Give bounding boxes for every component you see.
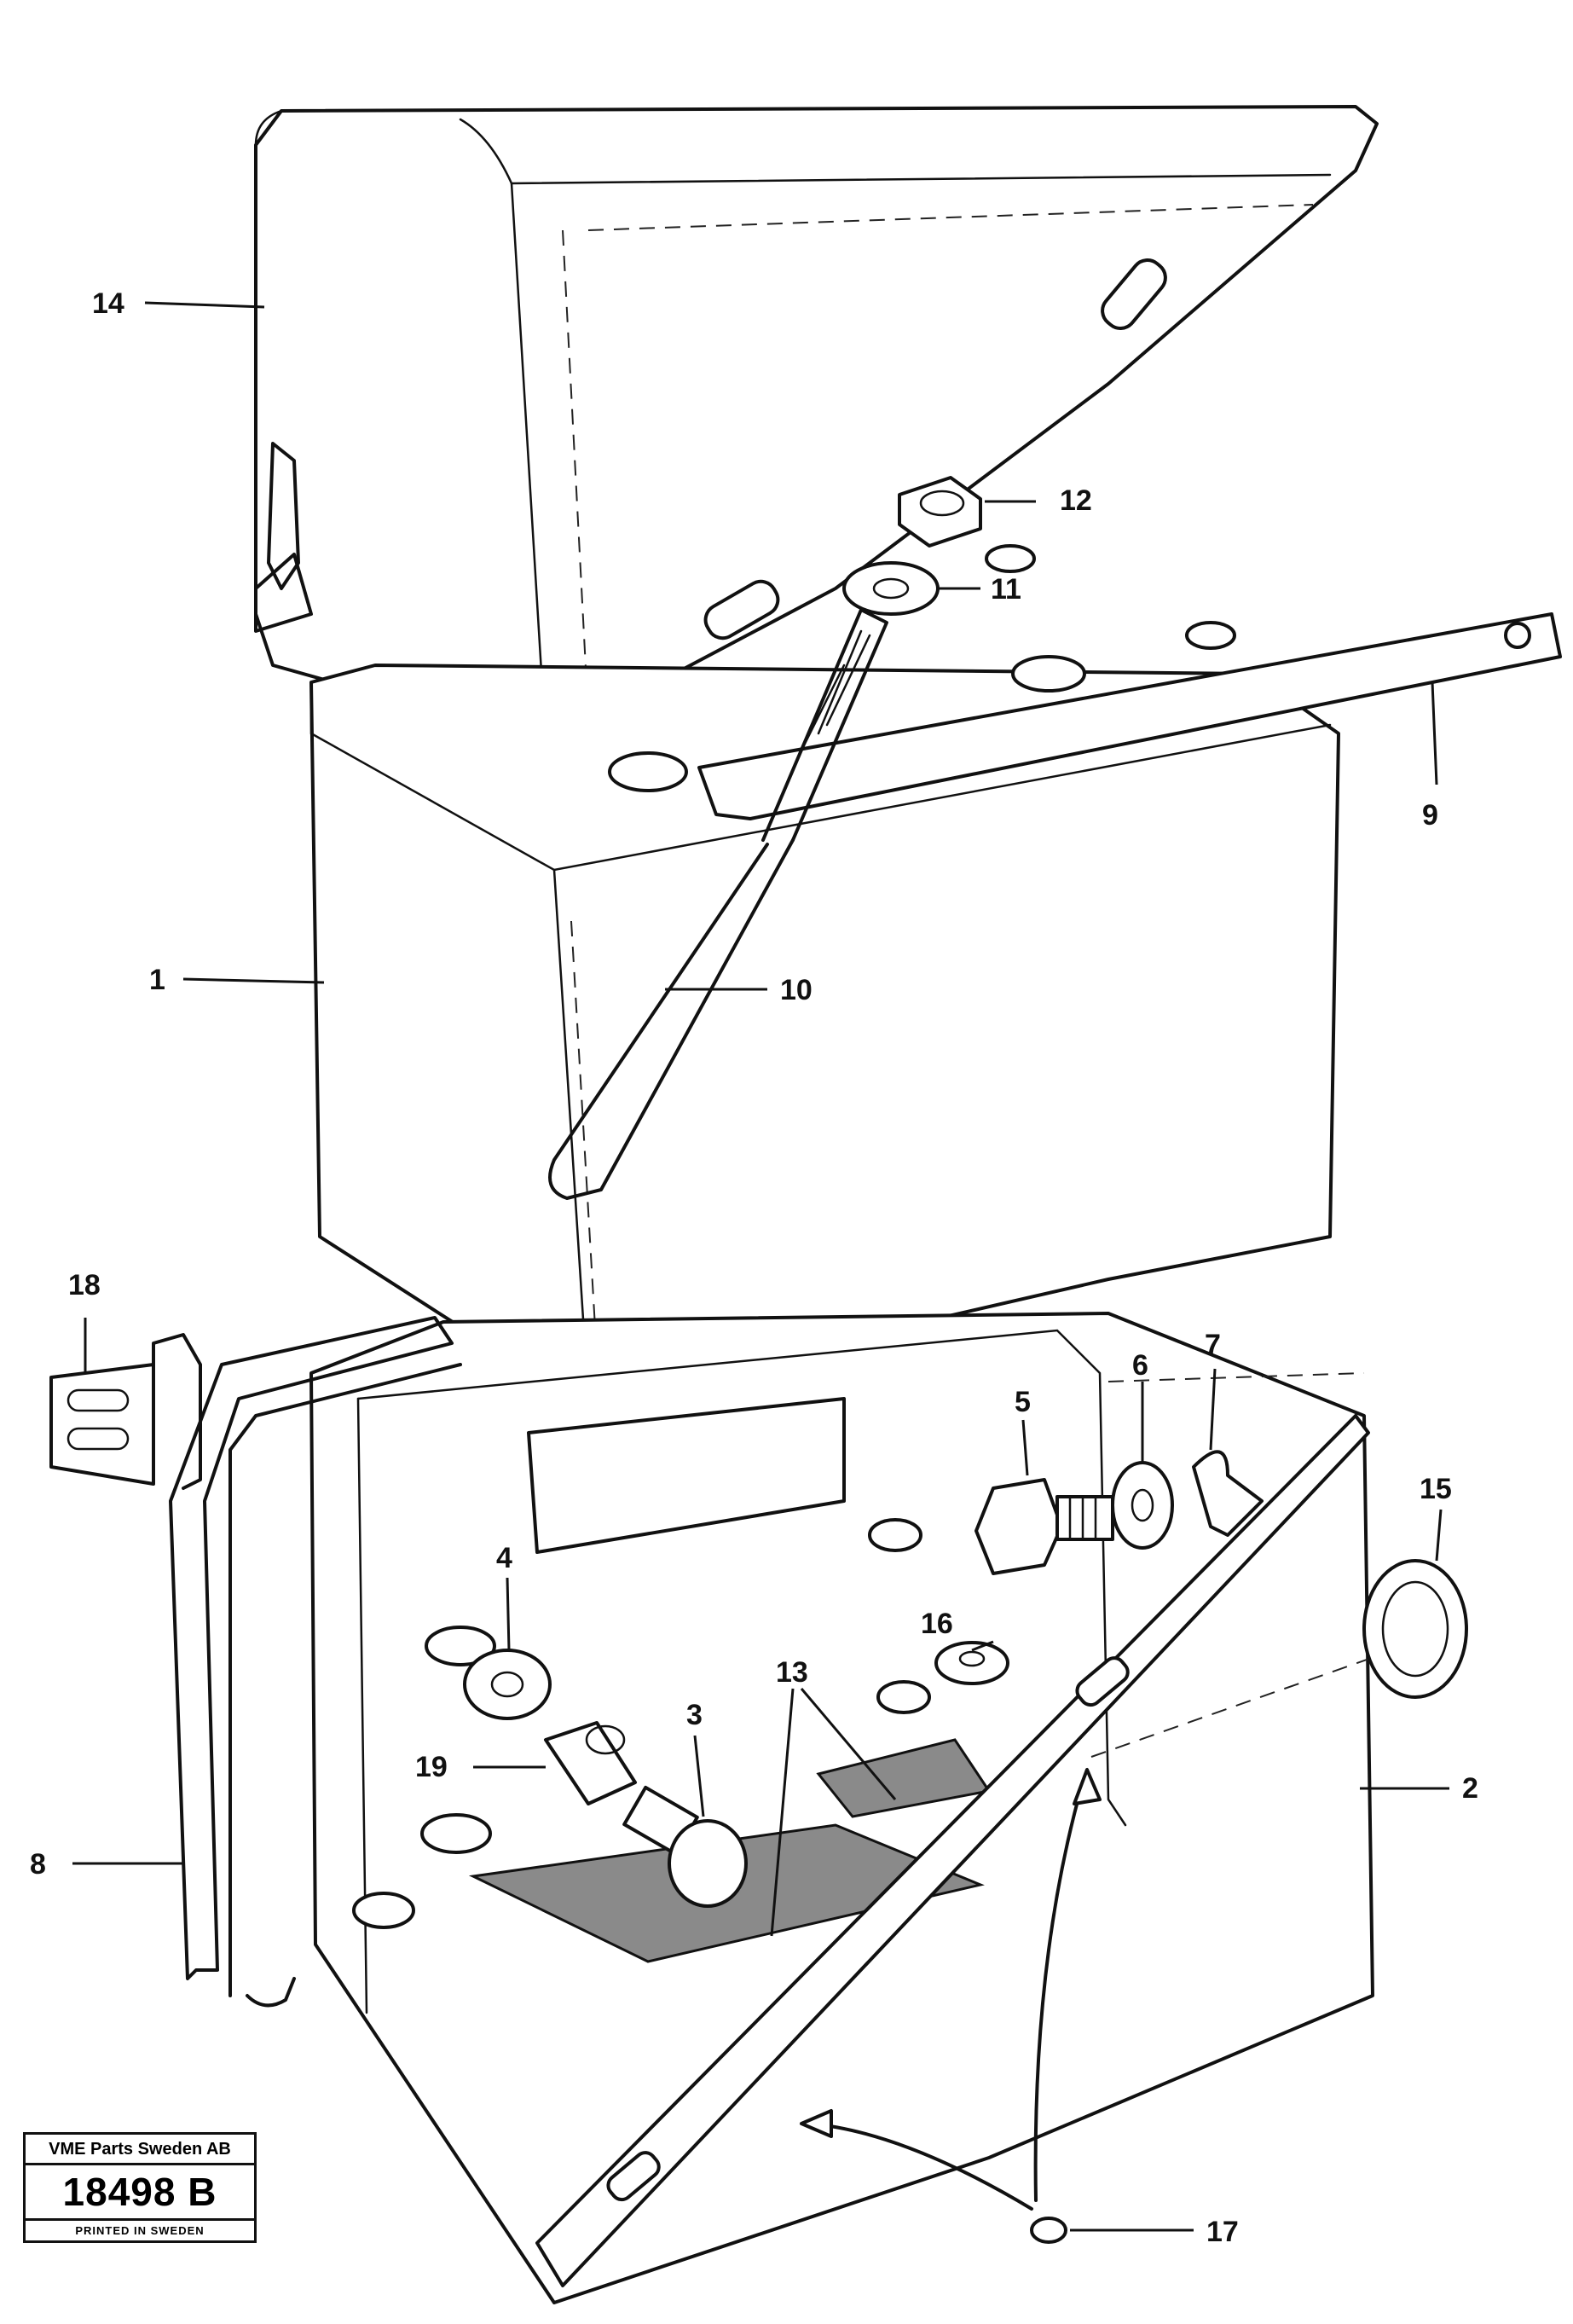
callout-17: 17 xyxy=(1206,2216,1239,2248)
callout-12: 12 xyxy=(1060,484,1092,517)
callout-4: 4 xyxy=(496,1542,512,1574)
callout-13: 13 xyxy=(776,1656,808,1689)
drawing-stamp: VME Parts Sweden AB 18498 B PRINTED IN S… xyxy=(23,2132,257,2243)
battery-lid xyxy=(254,105,1379,744)
stamp-printed: PRINTED IN SWEDEN xyxy=(75,2224,205,2237)
rubber-strip xyxy=(169,1316,462,2008)
callout-15: 15 xyxy=(1420,1473,1452,1505)
callout-7: 7 xyxy=(1205,1329,1221,1361)
callout-16: 16 xyxy=(921,1608,953,1640)
washer-11 xyxy=(842,561,940,616)
spacer-19 xyxy=(544,1721,637,1805)
callout-19: 19 xyxy=(415,1751,448,1783)
cable-lug-7 xyxy=(1192,1450,1264,1537)
callout-6: 6 xyxy=(1132,1349,1148,1382)
grommet-15 xyxy=(1362,1559,1468,1699)
callout-18: 18 xyxy=(68,1269,101,1301)
callout-1: 1 xyxy=(149,964,165,996)
bolt-5 xyxy=(974,1478,1114,1575)
washer-4 xyxy=(463,1649,552,1720)
battery-tray xyxy=(309,1312,1382,2304)
nut-12 xyxy=(898,476,982,548)
callout-10: 10 xyxy=(780,974,813,1006)
callout-11: 11 xyxy=(991,573,1021,606)
callout-2: 2 xyxy=(1462,1772,1478,1805)
hold-down-rod xyxy=(548,608,888,1200)
callout-8: 8 xyxy=(30,1848,46,1881)
stamp-drawing-number: 18498 B xyxy=(26,2165,254,2221)
callout-3: 3 xyxy=(686,1699,703,1731)
washer-6 xyxy=(1111,1461,1174,1550)
bolt-3 xyxy=(622,1785,748,1908)
bracket-18 xyxy=(49,1333,202,1490)
callout-5: 5 xyxy=(1015,1386,1031,1418)
battery xyxy=(309,544,1340,1400)
stamp-company: VME Parts Sweden AB xyxy=(26,2135,254,2165)
hold-down-bar xyxy=(697,612,1562,820)
callout-9: 9 xyxy=(1422,799,1438,832)
washer-16 xyxy=(934,1641,1009,1685)
pin-17 xyxy=(1030,2217,1067,2244)
callout-14: 14 xyxy=(92,287,124,320)
